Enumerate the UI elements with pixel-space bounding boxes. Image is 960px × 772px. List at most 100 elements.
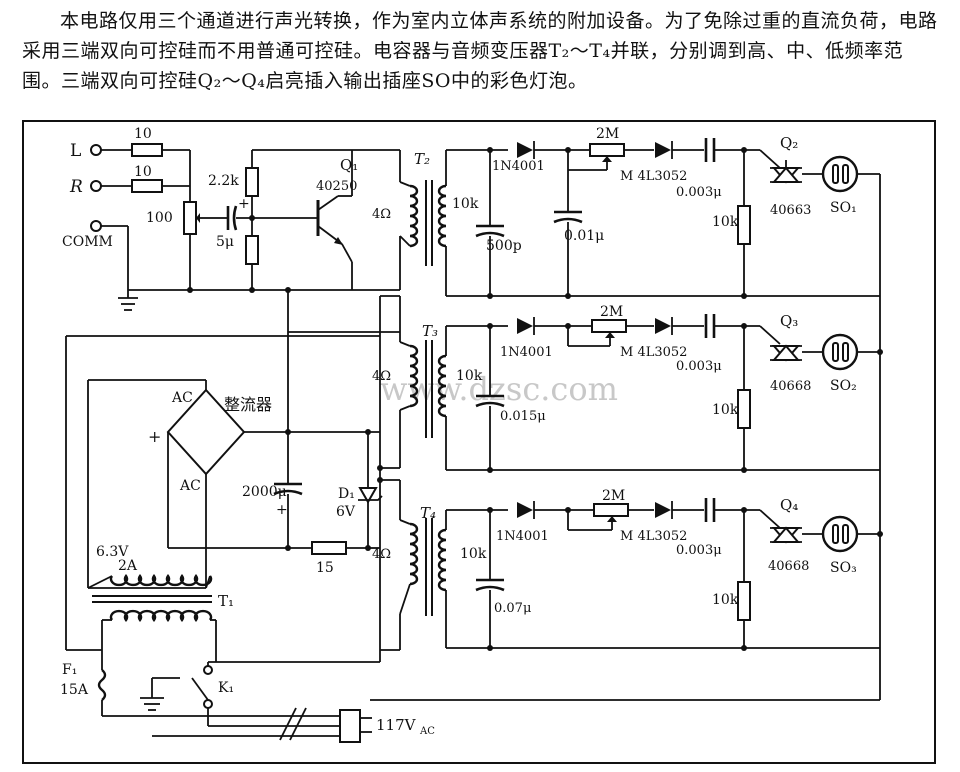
resistor-left	[131, 143, 163, 157]
ch1-gate-resistor	[737, 205, 751, 245]
watermark: www.dzsc.com	[380, 370, 618, 408]
so3-name: SO₃	[830, 560, 857, 576]
q4-name: Q₄	[780, 496, 798, 514]
t4-primary: 4Ω	[372, 547, 391, 562]
ch2-diode2: M 4L3052	[620, 345, 687, 360]
mains-sub: AC	[419, 726, 435, 737]
terminal-l-icon	[90, 144, 102, 156]
ch1-pot-value: 2M	[596, 126, 619, 142]
q2-name: Q₂	[780, 134, 798, 152]
primary-bus	[207, 150, 401, 670]
label-l: L	[70, 141, 81, 161]
ch3-diode1: 1N4001	[496, 529, 549, 544]
t3-secondary-r: 10k	[456, 368, 483, 384]
description-text: 本电路仅用三个通道进行声光转换，作为室内立体声系统的附加设备。为了免除过重的直流…	[22, 10, 938, 92]
channel-2: T₃ 4Ω 10k 0.015μ 1N4001 2M M 4L3052 0.00…	[372, 304, 883, 473]
t1-voltage: 6.3V	[96, 544, 129, 560]
q3-part: 40668	[770, 379, 811, 394]
ch2-coupling-cap: 0.003μ	[676, 359, 722, 374]
ch3-diode2: M 4L3052	[620, 529, 687, 544]
label-comm: COMM	[62, 234, 113, 250]
resistor-15	[311, 541, 347, 555]
fuse-rating: 15A	[60, 682, 89, 698]
ch1-tune-cap: 500p	[486, 238, 522, 254]
r-left-value: 10	[134, 126, 152, 142]
resistor-bias-bottom	[245, 235, 259, 265]
ch2-pot-value: 2M	[600, 304, 623, 320]
fuse-icon	[97, 669, 107, 701]
ch3-pot-value: 2M	[602, 488, 625, 504]
label-r: R	[69, 177, 83, 197]
ch2-gate-resistor	[737, 389, 751, 429]
power-supply: AC AC 整流器 + 2000μ + 15 D₁ 6V	[60, 332, 881, 743]
channel-1: T₂ 4Ω 10k 500p 1N4001 0.01μ 2M M 4L3052	[372, 126, 881, 690]
mains-voltage: 117V	[376, 716, 417, 734]
resistor-bias-top	[245, 167, 259, 197]
ch2-diode1: 1N4001	[500, 345, 553, 360]
channel-3: T₄ 4Ω 10k 0.07μ 1N4001 2M M 4L3052 0.003…	[372, 488, 883, 651]
t4-secondary-r: 10k	[460, 546, 487, 562]
ch1-diode2: M 4L3052	[620, 169, 687, 184]
filter-cap-plus: +	[276, 502, 288, 518]
socket-so1-icon	[821, 155, 859, 193]
cap-plus: +	[238, 196, 250, 212]
rectifier-label: 整流器	[224, 395, 272, 414]
input-stage: L R COMM 10 10 100 + 5μ	[62, 126, 400, 332]
t2-secondary-r: 10k	[452, 196, 479, 212]
schematic-frame	[22, 120, 936, 764]
t3-primary: 4Ω	[372, 369, 391, 384]
triac-q3-icon	[769, 345, 803, 361]
circuit-description: 本电路仅用三个通道进行声光转换，作为室内立体声系统的附加设备。为了免除过重的直流…	[22, 6, 942, 96]
so2-name: SO₂	[830, 378, 857, 394]
ch3-coupling-cap: 0.003μ	[676, 543, 722, 558]
socket-so2-icon	[821, 333, 859, 371]
triac-q2-icon	[769, 167, 803, 183]
q2-part: 40663	[770, 203, 811, 218]
cap-value: 5μ	[216, 234, 234, 250]
switch-contact-icon	[203, 665, 213, 675]
ch3-pot	[593, 503, 629, 517]
t2-name: T₂	[414, 150, 430, 168]
t1-name: T₁	[218, 592, 234, 610]
q1-name: Q₁	[340, 156, 358, 174]
so1-name: SO₁	[830, 200, 857, 216]
terminal-r-icon	[90, 180, 102, 192]
q4-part: 40668	[768, 559, 809, 574]
ch3-gate-r: 10k	[712, 592, 739, 608]
ch1-coupling-cap: 0.003μ	[676, 185, 722, 200]
t3-name: T₃	[422, 322, 438, 340]
ch2-pot	[591, 319, 627, 333]
ch1-pot	[589, 143, 625, 157]
filter-cap-value: 2000μ	[242, 484, 287, 500]
r-series-value: 15	[316, 560, 334, 576]
fuse-name: F₁	[62, 662, 77, 678]
q3-name: Q₃	[780, 312, 798, 330]
r-right-value: 10	[134, 164, 152, 180]
ch2-gate-r: 10k	[712, 402, 739, 418]
t1-current: 2A	[118, 558, 138, 574]
zener-value: 6V	[336, 504, 356, 520]
ch2-tune-cap: 0.015μ	[500, 409, 546, 424]
ch1-diode1: 1N4001	[492, 159, 545, 174]
ac-bottom: AC	[179, 478, 201, 494]
ac-top: AC	[171, 390, 193, 406]
r-bias-value: 2.2k	[208, 173, 239, 189]
socket-so3-icon	[821, 515, 859, 553]
q1-part: 40250	[316, 179, 357, 194]
t2-primary: 4Ω	[372, 207, 391, 222]
terminal-comm-icon	[90, 220, 102, 232]
switch-name: K₁	[218, 680, 234, 696]
potentiometer-100	[183, 201, 197, 235]
ch3-gate-resistor	[737, 581, 751, 621]
triac-q4-icon	[769, 527, 803, 543]
zener-name: D₁	[338, 486, 355, 502]
ch1-gate-r: 10k	[712, 214, 739, 230]
t4-name: T₄	[420, 504, 436, 522]
pot-value: 100	[146, 210, 173, 226]
rectifier-plus: +	[148, 427, 161, 446]
plug-icon	[339, 709, 361, 743]
resistor-right	[131, 179, 163, 193]
ch1-filter-cap: 0.01μ	[564, 228, 604, 244]
ch3-tune-cap: 0.07μ	[494, 601, 531, 616]
